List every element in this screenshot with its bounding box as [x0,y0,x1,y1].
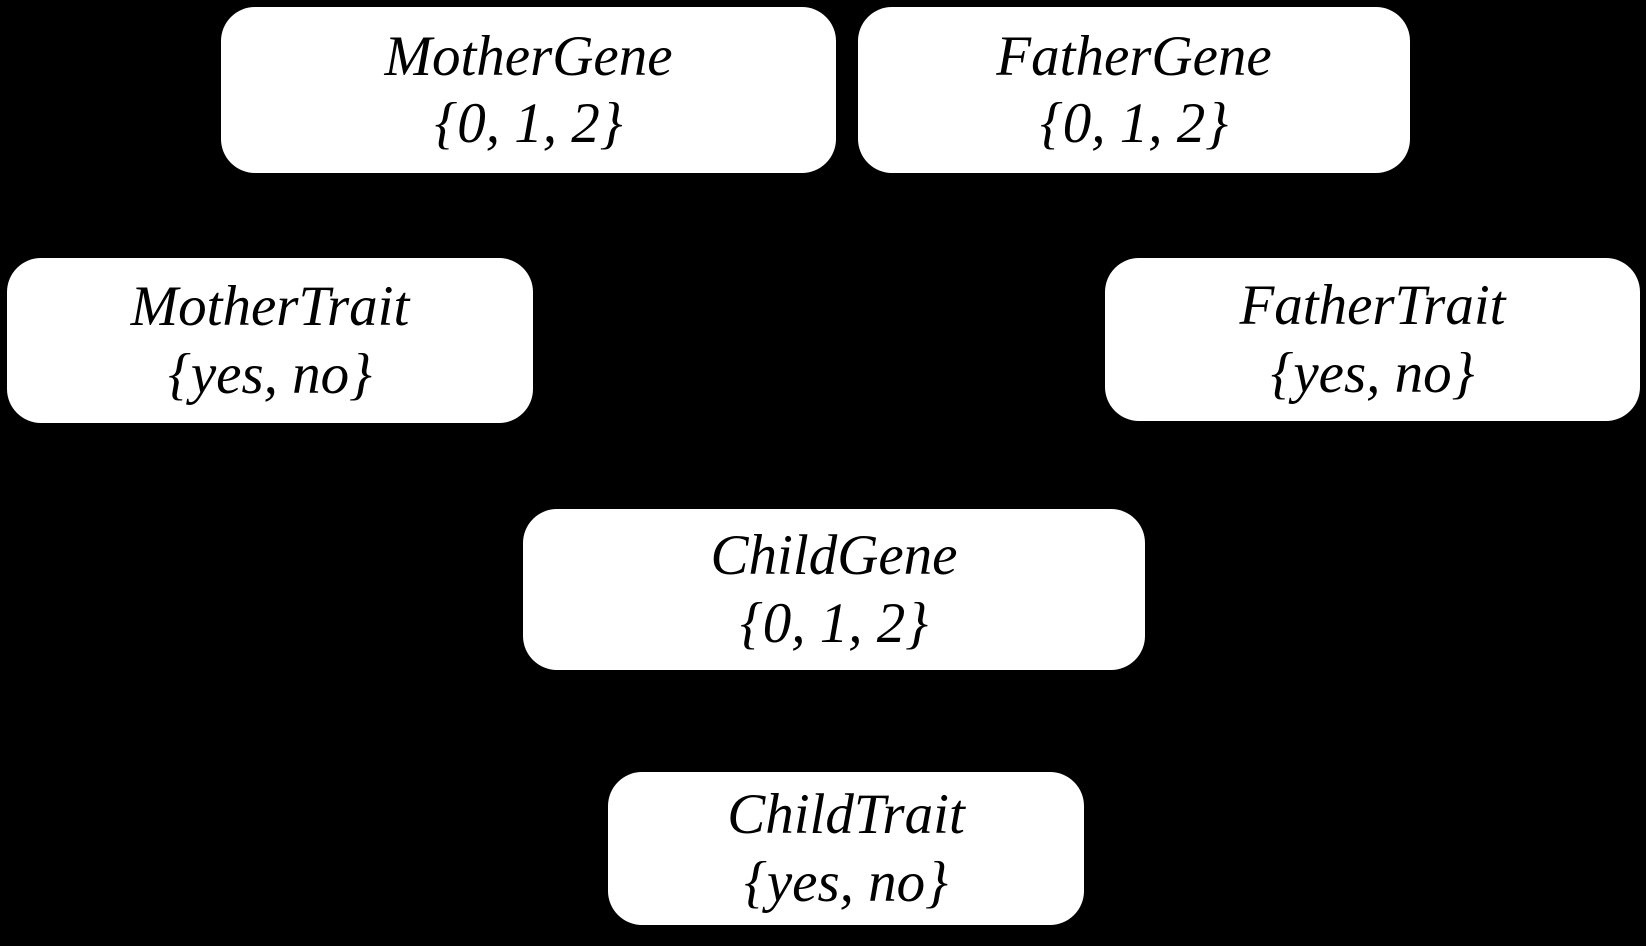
node-mother-trait-domain: {yes, no} [168,342,372,406]
node-father-gene-domain: {0, 1, 2} [1039,92,1229,155]
node-father-gene[interactable]: FatherGene {0, 1, 2} [858,7,1410,173]
node-father-trait[interactable]: FatherTrait {yes, no} [1105,258,1640,421]
node-child-trait-domain: {yes, no} [744,850,948,914]
node-mother-trait-label: MotherTrait [130,275,410,339]
node-child-gene-label: ChildGene [710,524,958,588]
node-child-gene[interactable]: ChildGene {0, 1, 2} [523,509,1145,670]
node-father-gene-label: FatherGene [996,24,1272,88]
node-mother-gene-label: MotherGene [384,24,673,88]
node-mother-trait[interactable]: MotherTrait {yes, no} [7,258,533,423]
node-father-trait-label: FatherTrait [1239,274,1506,338]
node-mother-gene-domain: {0, 1, 2} [434,92,623,155]
node-father-trait-domain: {yes, no} [1270,341,1475,405]
node-child-gene-domain: {0, 1, 2} [739,591,929,655]
node-mother-gene[interactable]: MotherGene {0, 1, 2} [221,7,836,173]
node-child-trait[interactable]: ChildTrait {yes, no} [608,772,1084,925]
node-child-trait-label: ChildTrait [727,783,965,847]
